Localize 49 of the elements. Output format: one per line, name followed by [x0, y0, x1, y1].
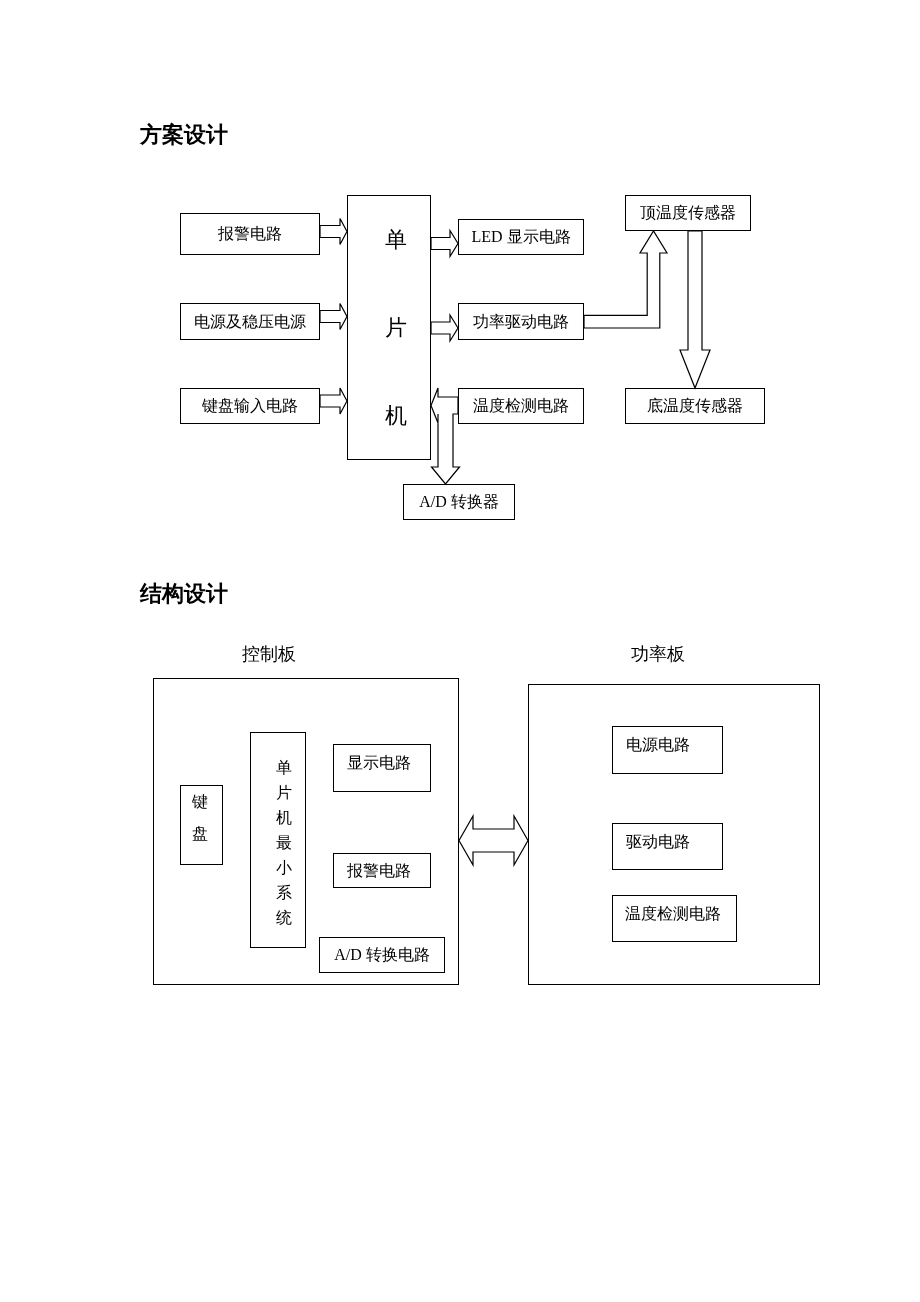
block-label: 电源电路	[626, 735, 690, 755]
section-heading: 方案设计	[140, 122, 228, 148]
block-box	[458, 303, 584, 340]
block-box	[333, 853, 431, 888]
double-block-arrow	[458, 813, 529, 868]
block-box	[180, 213, 320, 255]
block-box	[319, 937, 445, 973]
block-label: 驱动电路	[626, 832, 690, 852]
block-label: 报警电路	[347, 861, 411, 881]
block-box	[458, 219, 584, 255]
block-label: A/D 转换器	[419, 492, 499, 512]
block-label: LED 显示电路	[471, 227, 571, 247]
board-title: 控制板	[242, 643, 296, 665]
block-box	[625, 195, 751, 231]
block-box	[612, 895, 737, 942]
branching-block-arrow	[430, 387, 461, 485]
block-label: 单片机最小系统	[276, 758, 292, 928]
block-box	[612, 823, 723, 870]
block-box	[458, 388, 584, 424]
block-box	[180, 785, 223, 865]
section-heading: 结构设计	[140, 581, 228, 607]
block-box	[180, 303, 320, 340]
block-label: 显示电路	[347, 753, 411, 773]
block-box	[403, 484, 515, 520]
block-label: 键盘输入电路	[202, 396, 298, 416]
block-label: 功率驱动电路	[473, 311, 569, 332]
block-arrow	[583, 229, 669, 329]
block-box	[333, 744, 431, 792]
block-box	[612, 726, 723, 774]
block-label: 电源及稳压电源	[194, 311, 306, 332]
board-title: 功率板	[631, 643, 685, 665]
block-label: 单片机	[385, 226, 407, 430]
block-arrow	[319, 217, 348, 246]
block-box	[625, 388, 765, 424]
block-label: 键盘	[192, 792, 208, 844]
block-label: 温度检测电路	[473, 396, 569, 416]
block-label: 报警电路	[218, 224, 282, 244]
block-box	[250, 732, 306, 948]
block-arrow	[319, 387, 348, 415]
block-arrow	[430, 228, 459, 259]
block-label: 顶温度传感器	[640, 203, 736, 223]
block-box	[180, 388, 320, 424]
block-label: A/D 转换电路	[334, 945, 430, 965]
block-arrow	[679, 230, 711, 390]
block-label: 底温度传感器	[647, 396, 743, 416]
block-arrow	[430, 312, 459, 344]
block-arrow	[319, 302, 348, 331]
block-box	[347, 195, 431, 460]
block-label: 温度检测电路	[625, 904, 721, 924]
